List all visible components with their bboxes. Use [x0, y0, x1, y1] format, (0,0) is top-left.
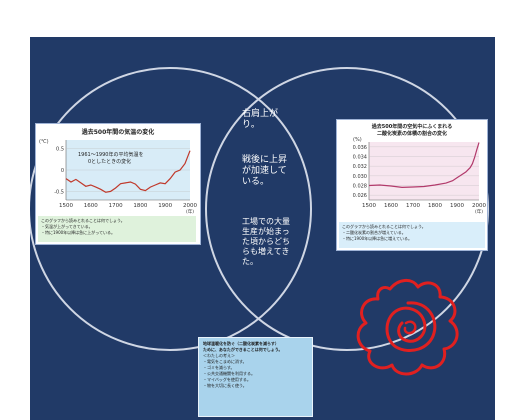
temperature-chart-card: 過去500年間の気温の変化 (℃) 1961～1990年の平均気温を 0としたと… — [35, 123, 201, 245]
center-text-2: 戦後に上昇が加速している。 — [242, 155, 288, 187]
conclusion-line: ・電気をこまめに消す。 — [203, 359, 247, 364]
center-text-1: 右肩上がり。 — [242, 109, 279, 130]
co2-note: このグラフから読みとれることは何でしょう。 ・二酸化炭素の割合が増えている。 ・… — [339, 222, 485, 248]
y-unit-label: (%) — [353, 137, 362, 143]
plot-background — [369, 142, 479, 200]
y-tick-label: 0.026 — [353, 193, 367, 199]
note-line: ・二酸化炭素の割合が増えている。 — [342, 230, 406, 235]
note-line: このグラフから読みとれることは何でしょう。 — [342, 224, 426, 229]
temperature-series-line — [65, 150, 191, 193]
scribble-outer — [356, 279, 459, 376]
conclusion-card: 地球温暖化を防ぐ（二酸化炭素を減らす） ために、あなたができることは何でしょう。… — [198, 337, 313, 417]
conclusion-line: ・物を大切に長く使う。 — [203, 383, 247, 388]
x-tick-label: 2000 — [183, 203, 197, 209]
x-unit-label: (年) — [475, 208, 483, 215]
annotation-line2: 0としたときの変化 — [88, 158, 131, 165]
note-line: ・気温が上がってきている。 — [41, 224, 93, 229]
x-tick-label: 1500 — [362, 203, 376, 209]
conclusion-line: ・マイバッグを使用する。 — [203, 377, 251, 382]
scribble-middle — [385, 301, 437, 352]
conclusion-line: ・公共交通機関を利用する。 — [203, 371, 255, 376]
temperature-note: このグラフから読みとれることは何でしょう。 ・気温が上がってきている。 ・特に1… — [38, 216, 196, 242]
note-line: ・特に1900年以降は急に上がっている。 — [41, 230, 115, 235]
x-tick-label: 1600 — [84, 203, 98, 209]
y-tick-label: 0.5 — [56, 147, 64, 153]
x-tick-label: 1700 — [406, 203, 420, 209]
x-tick-label: 1600 — [384, 203, 398, 209]
slide-canvas: 過去500年間の気温の変化 (℃) 1961～1990年の平均気温を 0としたと… — [30, 37, 495, 420]
note-line: このグラフから読みとれることは何でしょう。 — [41, 218, 125, 223]
right-circle — [205, 67, 489, 351]
y-tick-label: 0.028 — [353, 184, 367, 190]
conclusion-line: ＜わたしの考え＞ — [203, 353, 235, 358]
y-tick-label: 0.030 — [353, 174, 367, 180]
temperature-chart-title: 過去500年間の気温の変化 — [81, 129, 155, 136]
x-tick-label: 1500 — [59, 203, 73, 209]
y-tick-label: -0.5 — [54, 189, 64, 195]
x-tick-label: 1700 — [109, 203, 123, 209]
y-unit-label: (℃) — [39, 139, 49, 145]
y-tick-label: 0.032 — [353, 164, 367, 170]
conclusion-heading-2: ために、あなたができることは何でしょう。 — [203, 347, 283, 352]
y-tick-label: 0.034 — [353, 155, 367, 161]
conclusion-line: ・ゴミを減らす。 — [203, 365, 235, 370]
red-scribble-drawing — [356, 279, 459, 376]
scribble-inner — [403, 320, 417, 335]
annotation-line1: 1961～1990年の平均気温を — [78, 151, 143, 158]
center-text-3: 工場での大量生産が始まった頃からどちらも増えてきた。 — [242, 217, 290, 266]
y-tick-label: 0.036 — [353, 145, 367, 151]
co2-chart-title-line2: 二酸化炭素の体積の割合の変化 — [376, 131, 447, 137]
temperature-chart: (℃) 1961～1990年の平均気温を 0としたときの変化 -0.5 0 0.5 1… — [39, 139, 197, 215]
x-tick-label: 1800 — [133, 203, 147, 209]
co2-chart: (%) 0.026 0.028 0.030 0.032 0.034 0.036 1500 16… — [353, 137, 487, 215]
x-tick-label: 2000 — [472, 203, 486, 209]
note-line: ・特に1900年以降は急に増えている。 — [342, 236, 412, 241]
co2-chart-title-line1: 過去500年間の空気中にふくまれる — [371, 124, 453, 130]
x-tick-label: 1800 — [428, 203, 442, 209]
y-tick-label: 0 — [61, 168, 64, 174]
venn-diagram — [30, 67, 489, 351]
co2-series-line — [368, 142, 480, 189]
conclusion-heading-1: 地球温暖化を防ぐ（二酸化炭素を減らす） — [203, 341, 279, 346]
x-unit-label: (年) — [186, 208, 194, 215]
co2-chart-card: 過去500年間の空気中にふくまれる 二酸化炭素の体積の割合の変化 (%) 0.0… — [336, 119, 488, 251]
left-circle — [30, 67, 312, 351]
x-tick-label: 1900 — [450, 203, 464, 209]
x-tick-label: 1900 — [158, 203, 172, 209]
